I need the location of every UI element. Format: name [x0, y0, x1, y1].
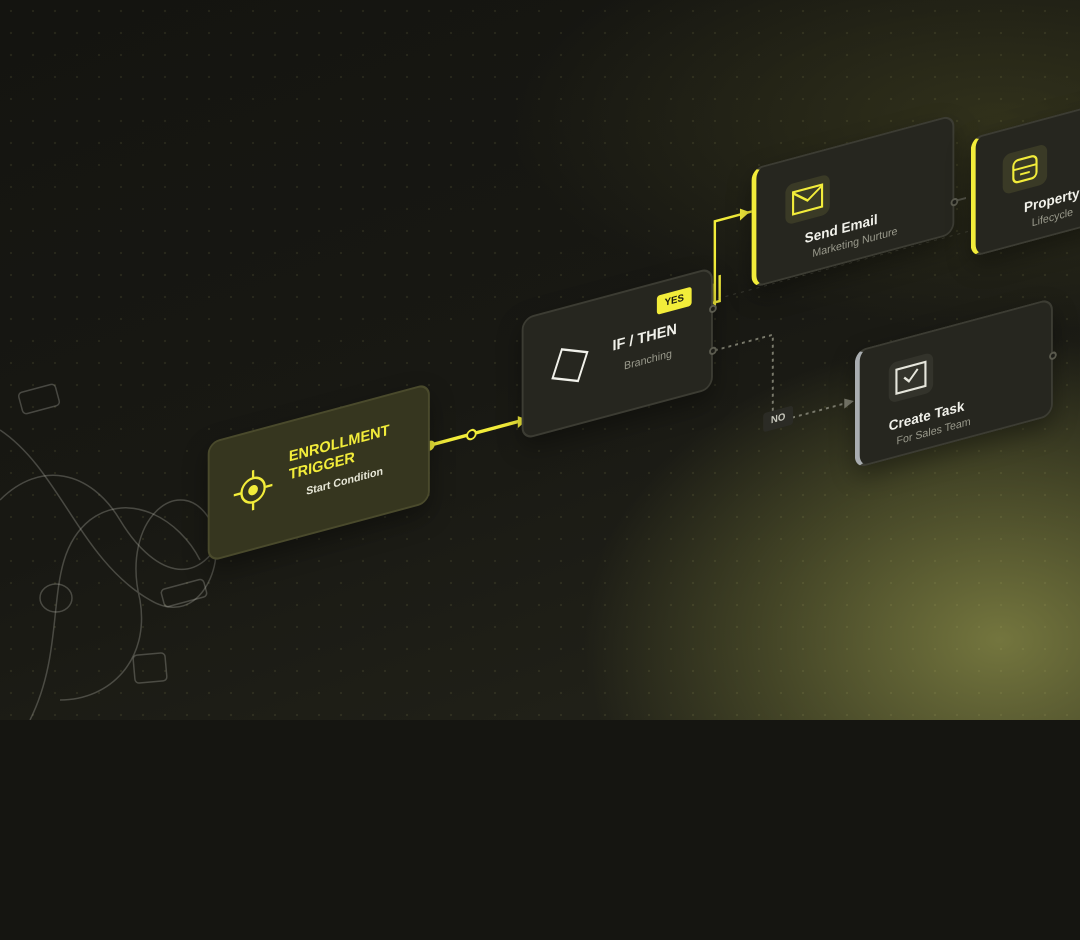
edge-no-arrowhead [844, 398, 854, 409]
send-email-node[interactable]: Send Email Marketing Nurture [751, 114, 959, 289]
edge-no [714, 333, 851, 425]
envelope-icon [785, 173, 830, 226]
branch-subtitle: Branching [624, 347, 672, 373]
card-icon [1002, 143, 1048, 196]
create-task-node[interactable]: Create Task For Sales Team [854, 297, 1057, 469]
enrollment-trigger-node[interactable]: ENROLLMENT TRIGGER Start Condition [207, 382, 430, 563]
edge-mid-dot [466, 428, 477, 441]
target-icon [231, 464, 275, 516]
edge-yes-arrowhead [739, 208, 750, 221]
workflow-canvas: ENROLLMENT TRIGGER Start Condition IF / … [207, 98, 1080, 563]
if-then-node[interactable]: IF / THEN Branching [521, 266, 717, 441]
diamond-icon [547, 335, 593, 400]
checked-envelope-icon [888, 351, 934, 404]
property-node[interactable]: Property Lifecycle [970, 98, 1080, 258]
guide-line [710, 210, 1044, 302]
